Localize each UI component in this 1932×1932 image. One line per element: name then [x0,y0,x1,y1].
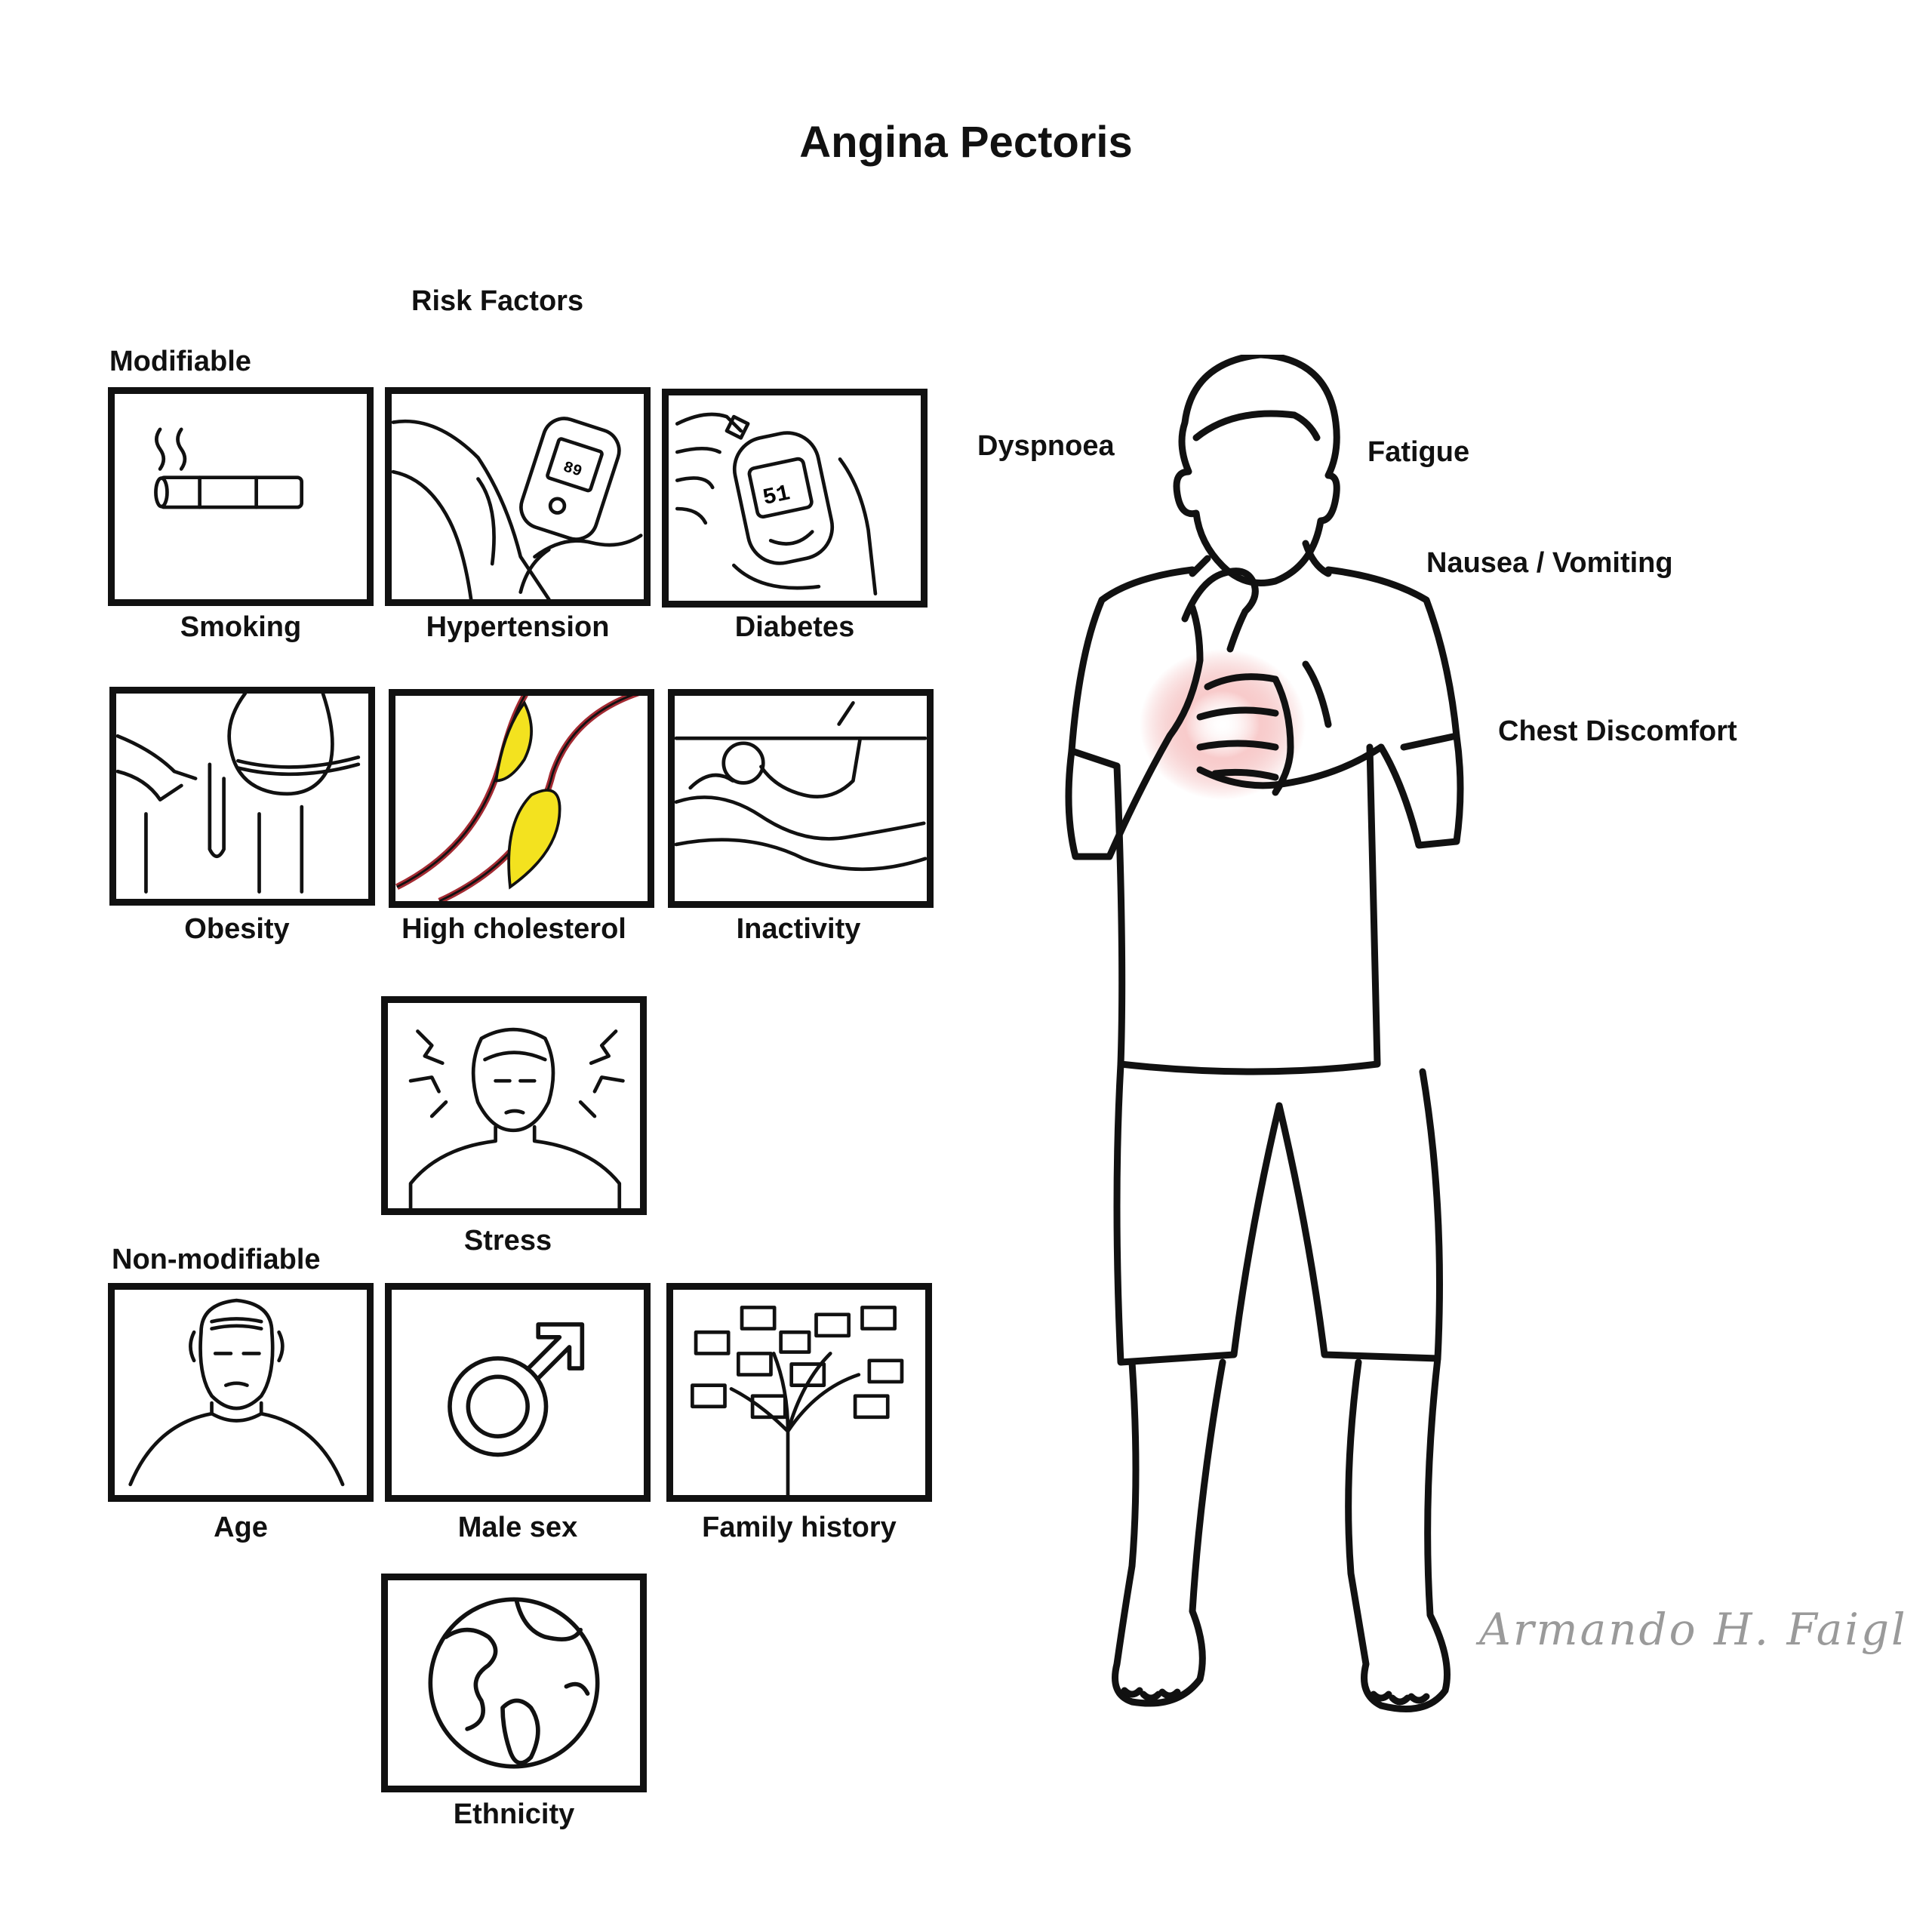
high-cholesterol-panel [389,689,654,908]
modifiable-label: Modifiable [109,346,251,377]
cigarette-icon [154,427,304,509]
caption-male-sex: Male sex [457,1512,578,1543]
smoking-panel [108,387,374,606]
tape-measure-waist-icon [116,694,361,894]
glucose-meter-icon: 51 [675,412,878,595]
stress-panel [381,996,647,1215]
obesity-panel [109,687,375,906]
non-modifiable-label: Non-modifiable [112,1244,321,1275]
symptom-nausea-vomiting: Nausea / Vomiting [1426,547,1673,579]
caption-high-cholesterol: High cholesterol [401,913,626,945]
caption-inactivity: Inactivity [736,913,861,945]
risk-factors-heading: Risk Factors [411,285,584,317]
stressed-person-icon [408,1027,625,1208]
person-holding-chest-icon [1065,351,1464,1712]
male-sex-panel [385,1283,651,1502]
inactivity-panel [668,689,934,908]
page-title: Angina Pectoris [799,118,1133,167]
caption-hypertension: Hypertension [426,611,610,643]
caption-stress: Stress [463,1225,552,1257]
artist-signature: Armando H. Faigl [1479,1604,1908,1655]
family-history-panel [666,1283,932,1502]
caption-family-history: Family history [702,1512,897,1543]
caption-smoking: Smoking [180,611,302,643]
age-panel [108,1283,374,1502]
diabetes-panel: 51 [662,389,928,608]
male-symbol-icon [448,1322,585,1457]
hypertension-panel: 89 [385,387,651,606]
caption-obesity: Obesity [184,913,290,945]
caption-diabetes: Diabetes [734,611,855,643]
patient-figure [1026,351,1524,1789]
artery-plaque-icon [395,696,640,901]
symptom-chest-discomfort: Chest Discomfort [1498,715,1737,747]
svg-text:89: 89 [561,459,584,481]
family-tree-icon [691,1306,904,1495]
blood-pressure-monitor-icon: 89 [392,417,643,599]
symptom-dyspnoea: Dyspnoea [977,430,1115,462]
symptom-fatigue: Fatigue [1367,436,1470,468]
svg-text:51: 51 [761,481,792,512]
globe-icon [428,1597,600,1769]
person-lying-in-bed-icon [675,701,927,872]
ethnicity-panel [381,1574,647,1792]
elderly-person-icon [128,1298,345,1487]
caption-ethnicity: Ethnicity [453,1798,575,1830]
caption-age: Age [214,1512,268,1543]
